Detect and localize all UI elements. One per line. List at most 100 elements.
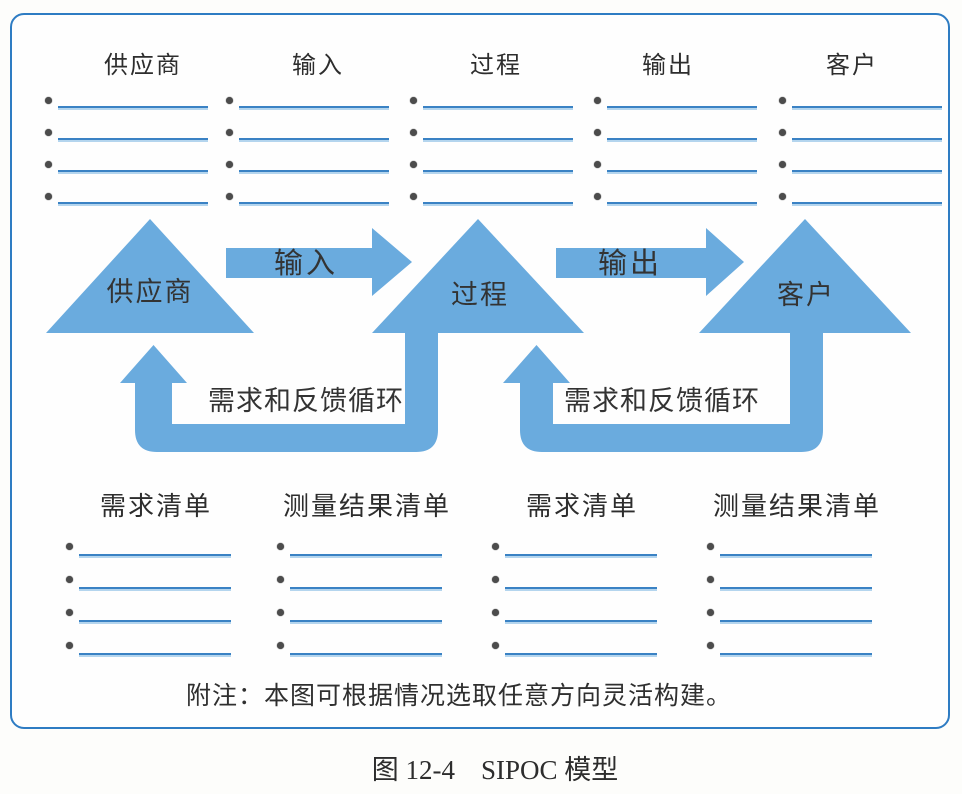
blank-line — [505, 554, 657, 556]
output-flow-arrow — [556, 228, 744, 296]
top-column-input: 输入 — [226, 45, 398, 204]
blank-entry-row — [66, 567, 246, 600]
bullet-dot — [277, 543, 284, 550]
bullet-dot — [277, 642, 284, 649]
blank-line — [290, 587, 442, 589]
blank-entry-row — [492, 567, 672, 600]
bullet-dot — [707, 543, 714, 550]
customer-triangle-label: 客户 — [777, 280, 835, 310]
bullet-dot — [594, 97, 601, 104]
column-header-requirements: 需求清单 — [525, 492, 638, 521]
blank-entry-row — [277, 534, 457, 567]
blank-entry-row — [410, 184, 582, 216]
bottom-column-requirements-1: 需求清单 — [66, 486, 246, 655]
bullet-dot — [66, 543, 73, 550]
bullet-dot — [779, 161, 786, 168]
blank-entry-row — [779, 184, 951, 216]
blank-entry-row — [226, 184, 398, 216]
column-header-requirements: 需求清单 — [99, 492, 212, 521]
bullet-dot — [66, 609, 73, 616]
blank-line — [423, 202, 573, 204]
blank-line — [607, 170, 757, 172]
column-header-measurements: 测量结果清单 — [282, 492, 451, 521]
blank-line — [720, 653, 872, 655]
blank-line — [79, 554, 231, 556]
blank-entry-row — [779, 152, 951, 184]
bullet-dot — [45, 97, 52, 104]
process-triangle-label: 过程 — [451, 280, 509, 310]
blank-entry-row — [707, 534, 887, 567]
column-header-supplier: 供应商 — [104, 53, 182, 79]
bullet-dot — [492, 543, 499, 550]
blank-entry-row — [66, 600, 246, 633]
column-header-process: 过程 — [470, 53, 522, 79]
blank-entry-row — [492, 633, 672, 666]
bullet-dot — [410, 161, 417, 168]
process-triangle — [372, 219, 584, 333]
column-header-input: 输入 — [292, 53, 344, 79]
bullet-dot — [45, 129, 52, 136]
blank-line — [792, 170, 942, 172]
blank-line — [792, 202, 942, 204]
blank-entry-row — [277, 633, 457, 666]
blank-entry-row — [492, 534, 672, 567]
blank-entry-row — [45, 88, 217, 120]
blank-line — [79, 653, 231, 655]
blank-entry-row — [277, 567, 457, 600]
figure-number: 图 12-4 — [371, 755, 455, 785]
blank-line — [239, 106, 389, 108]
figure-note: 附注：本图可根据情况选取任意方向灵活构建。 — [186, 683, 733, 710]
bottom-column-requirements-2: 需求清单 — [492, 486, 672, 655]
output-arrow-label: 输出 — [598, 247, 662, 280]
bullet-dot — [492, 642, 499, 649]
blank-entry-row — [66, 633, 246, 666]
blank-line — [79, 620, 231, 622]
bullet-dot — [226, 97, 233, 104]
blank-line — [239, 170, 389, 172]
blank-line — [290, 620, 442, 622]
blank-line — [720, 587, 872, 589]
top-column-supplier: 供应商 — [45, 45, 217, 204]
blank-entry-row — [226, 120, 398, 152]
bullet-dot — [410, 129, 417, 136]
top-column-customer: 客户 — [779, 45, 951, 204]
blank-line — [720, 620, 872, 622]
bullet-dot — [45, 161, 52, 168]
bullet-dot — [594, 129, 601, 136]
blank-entry-row — [45, 184, 217, 216]
bullet-dot — [277, 609, 284, 616]
bullet-dot — [707, 576, 714, 583]
bullet-dot — [226, 193, 233, 200]
blank-line — [505, 587, 657, 589]
blank-line — [58, 170, 208, 172]
blank-entry-row — [707, 567, 887, 600]
blank-line — [239, 202, 389, 204]
bullet-dot — [66, 576, 73, 583]
bullet-dot — [779, 193, 786, 200]
feedback-loop-right-arrow — [503, 329, 823, 452]
bullet-dot — [226, 161, 233, 168]
blank-entry-row — [492, 600, 672, 633]
blank-line — [239, 138, 389, 140]
column-header-output: 输出 — [642, 53, 694, 79]
blank-entry-row — [410, 152, 582, 184]
blank-entry-row — [410, 120, 582, 152]
bullet-dot — [410, 193, 417, 200]
input-arrow-label: 输入 — [274, 247, 338, 280]
bullet-dot — [410, 97, 417, 104]
blank-line — [792, 106, 942, 108]
bullet-dot — [707, 609, 714, 616]
blank-line — [58, 106, 208, 108]
column-header-measurements: 测量结果清单 — [712, 492, 881, 521]
blank-line — [505, 653, 657, 655]
column-header-customer: 客户 — [826, 53, 878, 79]
blank-entry-row — [594, 184, 766, 216]
bullet-dot — [779, 97, 786, 104]
blank-entry-row — [66, 534, 246, 567]
blank-line — [505, 620, 657, 622]
bottom-column-measurements-1: 测量结果清单 — [277, 486, 457, 655]
blank-line — [792, 138, 942, 140]
blank-entry-row — [779, 88, 951, 120]
input-flow-arrow — [226, 228, 412, 296]
